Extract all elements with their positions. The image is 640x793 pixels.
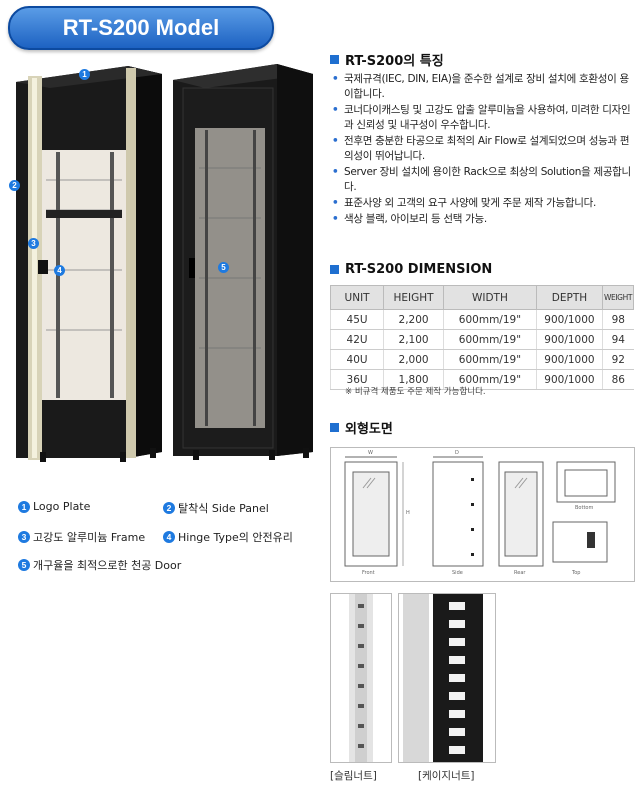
drawing-heading-text: 외형도면 [345,422,393,437]
legend-text: Logo Plate [33,500,91,513]
feature-item: 전후면 충분한 타공으로 최적의 Air Flow로 설계되었으며 성능과 편의… [330,134,635,164]
model-title: RT-S200 Model [8,6,274,50]
table-cell: 600mm/19" [442,309,537,330]
features-heading: RT-S200의 특징 [330,50,444,69]
feature-item: 표준사양 외 고객의 요구 사양에 맞게 주문 제작 가능합니다. [330,196,635,211]
legend-badge: 3 [18,531,30,543]
drawing-heading: 외형도면 [330,418,393,437]
table-cell: 900/1000 [535,309,603,330]
table-cell: 600mm/19" [442,329,537,350]
table-row: 36U 1,800 600mm/19" 900/1000 86 [329,369,634,390]
table-row: 40U 2,000 600mm/19" 900/1000 92 [329,349,634,370]
legend-item-side-panel: 2 탈착식 Side Panel [163,500,269,516]
dimension-heading: RT-S200 DIMENSION [330,262,492,277]
square-bullet-icon [330,423,339,432]
table-cell: 900/1000 [535,329,603,350]
perforated-door-cabinet-image [173,64,313,460]
feature-list: 국제규격(IEC, DIN, EIA)을 준수한 설계로 장비 설치에 호환성이… [330,72,635,228]
col-width: WIDTH [442,285,537,310]
label-side: Side [452,570,463,576]
legend-text: Hinge Type의 안전유리 [178,531,293,544]
callout-1-badge: 1 [79,69,90,80]
dimension-table: UNIT HEIGHT WIDTH DEPTH WEIGHT 45U 2,200… [329,285,634,390]
table-cell: 900/1000 [535,349,603,370]
table-cell: 94 [602,329,634,350]
legend-item-safety-glass: 4 Hinge Type의 안전유리 [163,529,293,545]
table-cell: 92 [602,349,634,370]
table-cell: 42U [329,329,384,350]
legend-item-perforated-door: 5 개구율을 최적으로한 천공 Door [18,557,181,573]
feature-item: 국제규격(IEC, DIN, EIA)을 준수한 설계로 장비 설치에 호환성이… [330,72,635,102]
table-cell: 1,800 [383,369,444,390]
table-cell: 98 [602,309,634,330]
label-top: Top [572,570,581,576]
callout-3-badge: 3 [28,238,39,249]
col-weight: WEIGHT [602,285,634,310]
slim-nut-caption: [슬림너트] [330,770,377,782]
col-unit: UNIT [329,285,385,310]
legend-badge: 1 [18,500,30,513]
table-cell: 86 [602,369,634,390]
cage-nut-caption: [케이지너트] [418,770,475,782]
legend-badge: 2 [163,502,175,514]
label-rear: Rear [514,570,526,576]
callout-5-badge: 5 [218,262,229,273]
table-cell: 40U [329,349,384,370]
glass-door-cabinet-image [16,66,162,462]
table-row: 42U 2,100 600mm/19" 900/1000 94 [329,329,634,350]
label-w: W [368,450,373,456]
outline-drawing-panel: W D H Front Side Rear Bottom Top [330,447,635,582]
outline-drawing-image [344,456,616,567]
table-cell: 600mm/19" [442,369,537,390]
table-cell: 600mm/19" [442,349,537,370]
legend-item-aluminum-frame: 3 고강도 알루미늄 Frame [18,529,145,545]
table-header-row: UNIT HEIGHT WIDTH DEPTH WEIGHT [329,285,634,310]
table-cell: 2,200 [383,309,444,330]
table-cell: 2,000 [383,349,444,370]
table-cell: 2,100 [383,329,444,350]
callout-4-badge: 4 [54,265,65,276]
features-heading-text: RT-S200의 특징 [345,54,444,69]
cage-nut-rail-photo [398,593,496,763]
callout-2-badge: 2 [9,180,20,191]
col-depth: DEPTH [535,285,604,310]
feature-item: Server 장비 설치에 용이한 Rack으로 최상의 Solution을 제… [330,165,635,195]
col-height: HEIGHT [383,285,444,310]
table-cell: 900/1000 [535,369,603,390]
legend-badge: 5 [18,559,30,571]
square-bullet-icon [330,265,339,274]
legend-text: 개구율을 최적으로한 천공 Door [33,559,182,572]
table-cell: 36U [329,369,384,390]
legend-text: 탈착식 Side Panel [178,502,269,515]
feature-item: 코너다이캐스팅 및 고강도 압출 알루미늄을 사용하여, 미려한 디자인과 신뢰… [330,103,635,133]
legend-item-logo-plate: 1 Logo Plate [18,500,90,513]
label-front: Front [362,570,375,576]
table-cell: 45U [329,309,384,330]
custom-order-note: ※ 비규격 제품도 주문 제작 가능합니다. [345,387,486,397]
table-row: 45U 2,200 600mm/19" 900/1000 98 [329,309,634,330]
legend-badge: 4 [163,531,175,543]
dimension-heading-text: RT-S200 DIMENSION [345,262,493,277]
square-bullet-icon [330,55,339,64]
label-bottom: Bottom [575,505,594,511]
slim-nut-rail-photo [330,593,392,763]
label-d: D [455,450,459,456]
legend-text: 고강도 알루미늄 Frame [33,531,146,544]
label-h: H [406,510,410,516]
feature-item: 색상 블랙, 아이보리 등 선택 가능. [330,212,635,227]
